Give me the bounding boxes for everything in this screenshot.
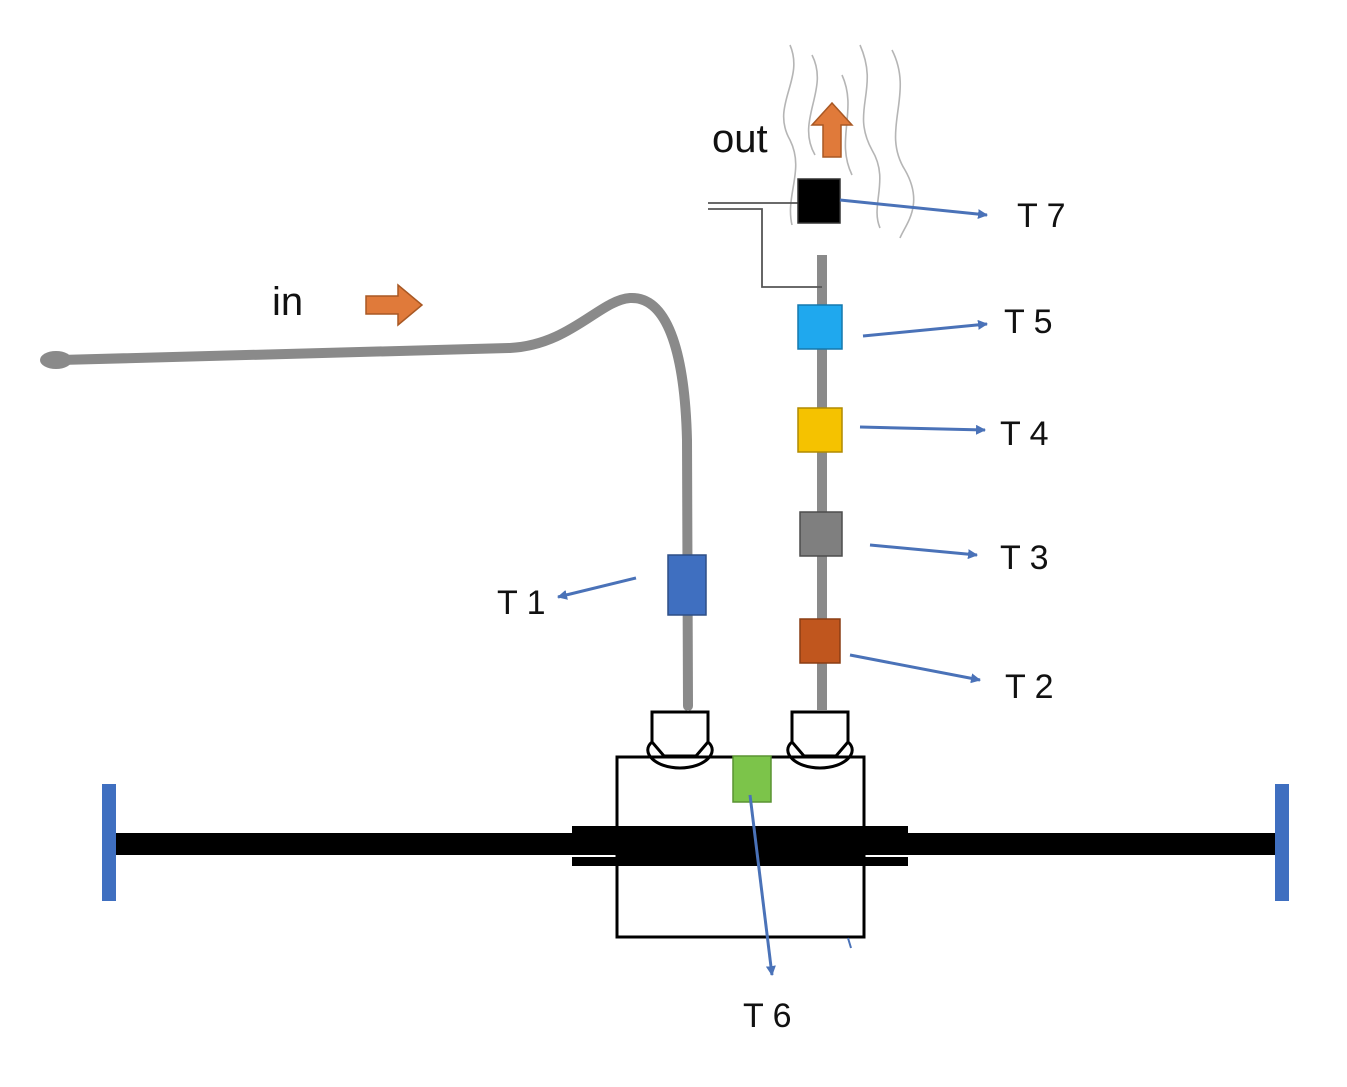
sensor-t7 [797,178,841,224]
inlet-fitting [646,710,714,770]
pointer-t7 [839,198,988,220]
label-t5: T 5 [1004,303,1053,341]
pointer-t1 [557,576,637,600]
sensor-t1 [667,554,707,616]
label-t6: T 6 [743,997,792,1035]
heater-block [572,755,908,949]
left-end-stop [102,784,116,901]
inlet-pipe [55,293,693,711]
sampling-line [708,202,822,288]
outlet-fitting [786,710,854,770]
sensor-t6 [732,755,772,803]
sensor-t3 [799,511,843,557]
sensor-t2 [799,618,841,664]
sensor-t4 [797,407,843,453]
outlet-pipe [817,255,827,710]
label-t2: T 2 [1005,668,1054,706]
up-arrow-icon [810,101,854,158]
label-t4: T 4 [1000,415,1049,453]
outlet-label: out [712,117,768,161]
pointer-t5 [862,319,988,338]
pointer-t4 [859,424,986,435]
label-t1: T 1 [497,584,546,622]
inlet-label: in [272,280,303,324]
right-end-stop [1275,784,1289,901]
right-arrow-icon [365,283,424,327]
pointer-t2 [849,653,981,684]
inlet-pipe-end [40,351,72,369]
pointer-arrows [557,198,988,976]
sensor-t5 [797,304,843,350]
label-t3: T 3 [1000,539,1049,577]
pointer-t6 [748,794,776,976]
label-t7: T 7 [1017,197,1066,235]
pointer-t3 [869,543,978,560]
